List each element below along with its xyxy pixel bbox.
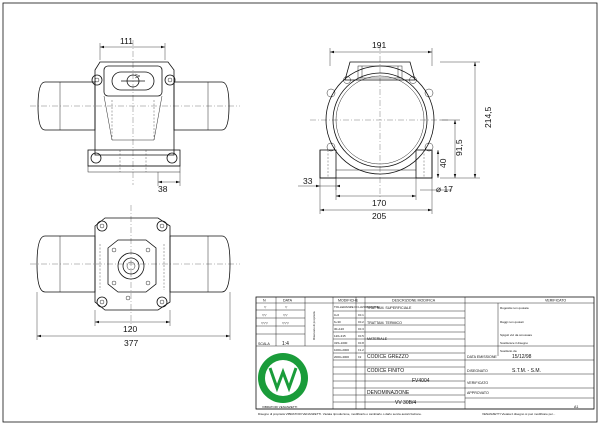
note-raggi: Raggi non quotati	[500, 320, 524, 324]
value-codice-finito: FV4004	[412, 378, 430, 384]
sheet-size: A1	[574, 405, 578, 409]
label-denominazione: DENOMINAZIONE	[367, 390, 410, 396]
svg-text:▽▽: ▽▽	[283, 313, 288, 317]
note-sostituisce: Sostituisce il disegno	[500, 341, 528, 345]
svg-text:▽▽: ▽▽	[262, 313, 267, 317]
dim-hole-17: ⌀ 17	[436, 184, 453, 194]
dim-38: 38	[158, 184, 168, 194]
label-materiale: MATERIALE	[367, 337, 388, 341]
company-logo: VIBRATORI VENANZETTI	[258, 353, 308, 409]
svg-text:▽▽▽: ▽▽▽	[282, 321, 290, 325]
value-denominazione: VV 30B/4	[395, 400, 416, 406]
note-rugosita: Rugosità non quotata	[500, 306, 529, 310]
tol-r5-range: 315÷1000	[334, 341, 348, 345]
note-spigoli: Spigoli vivi da smussare	[500, 333, 533, 337]
label-approvato: APPROVATO	[467, 391, 489, 395]
label-codice-grezzo: CODICE GREZZO	[367, 354, 409, 360]
label-scala: SCALA	[258, 342, 270, 346]
value-disegnato: S.T.M. - S.M.	[512, 368, 541, 374]
value-data-emissione: 15/12/98	[512, 354, 532, 360]
col-n: N	[263, 299, 266, 303]
title-block: N DATA MODIFICHE DESCRIZIONE MODIFICA VE…	[255, 296, 595, 410]
svg-text:▽: ▽	[285, 305, 288, 309]
col-data: DATA	[283, 299, 293, 303]
label-tratt-superficiale: TRATTAM. SUPERFICIALE	[367, 306, 412, 310]
tol-r6-range: 1000÷2000	[334, 348, 349, 352]
dim-191: 191	[372, 40, 386, 50]
dim-170: 170	[372, 198, 386, 208]
dim-91-5: 91,5	[454, 139, 464, 156]
dim-120: 120	[123, 324, 137, 334]
footer-right: VENANZETTI Vietata il disegno si può mod…	[482, 412, 555, 416]
tol-r4-val: ±0.5	[358, 334, 364, 338]
col-descrizione: DESCRIZIONE MODIFICA	[392, 299, 436, 303]
reserve-note: Riservato di proprietà	[312, 311, 316, 340]
tol-r2-val: ±0.2	[358, 320, 364, 324]
tol-r3-val: ±0.3	[358, 327, 364, 331]
label-data-emissione: DATA EMISSIONE	[467, 355, 497, 359]
svg-text:▽: ▽	[264, 305, 267, 309]
dim-33: 33	[303, 176, 313, 186]
tol-r5-val: ±0.8	[358, 341, 364, 345]
dim-111: 111	[120, 36, 133, 46]
logo-text: VIBRATORI VENANZETTI	[262, 405, 298, 409]
label-tratt-termico: TRATTAM. TERMICO	[367, 321, 402, 325]
tol-r1-range: 0÷6	[334, 313, 339, 317]
label-disegnato: DISEGNATO	[467, 369, 488, 373]
label-verificato: VERIFICATO	[467, 381, 488, 385]
tol-r3-range: 30÷120	[334, 327, 344, 331]
dim-214-5: 214,5	[483, 106, 493, 128]
label-codice-finito: CODICE FINITO	[367, 368, 404, 374]
col-modifiche: MODIFICHE	[338, 299, 359, 303]
svg-text:▽▽▽: ▽▽▽	[261, 321, 269, 325]
plan-view-dimensions: 120 377	[36, 292, 231, 348]
col-verificato: VERIFICATO	[545, 299, 566, 303]
front-view-dimensions: 111 38	[99, 36, 181, 194]
tol-r2-range: 6÷30	[334, 320, 341, 324]
value-scala: 1:4	[282, 341, 289, 347]
dim-40: 40	[438, 158, 448, 168]
side-view-dimensions: 191 214,5 91,5 40 33 ⌀ 17 170 205	[298, 40, 493, 221]
front-view	[30, 40, 240, 185]
tol-r1-val: ±0.1	[358, 313, 364, 317]
tol-r4-range: 120÷315	[334, 334, 346, 338]
dim-205: 205	[372, 211, 386, 221]
dim-377: 377	[124, 338, 138, 348]
footer-note: Disegno di proprietà VIBRATORI VENANZETT…	[258, 412, 422, 416]
plan-view	[30, 205, 240, 330]
tol-r7-val: ±2	[358, 355, 362, 359]
tol-r6-val: ±1.2	[358, 348, 364, 352]
side-view	[310, 45, 450, 200]
tol-r7-range: 2000÷4000	[334, 355, 349, 359]
note-sostituito: Sostituito da	[500, 349, 517, 353]
col-tolleranze: TOLLERANZE DI LAVORAZIONE	[334, 305, 379, 309]
